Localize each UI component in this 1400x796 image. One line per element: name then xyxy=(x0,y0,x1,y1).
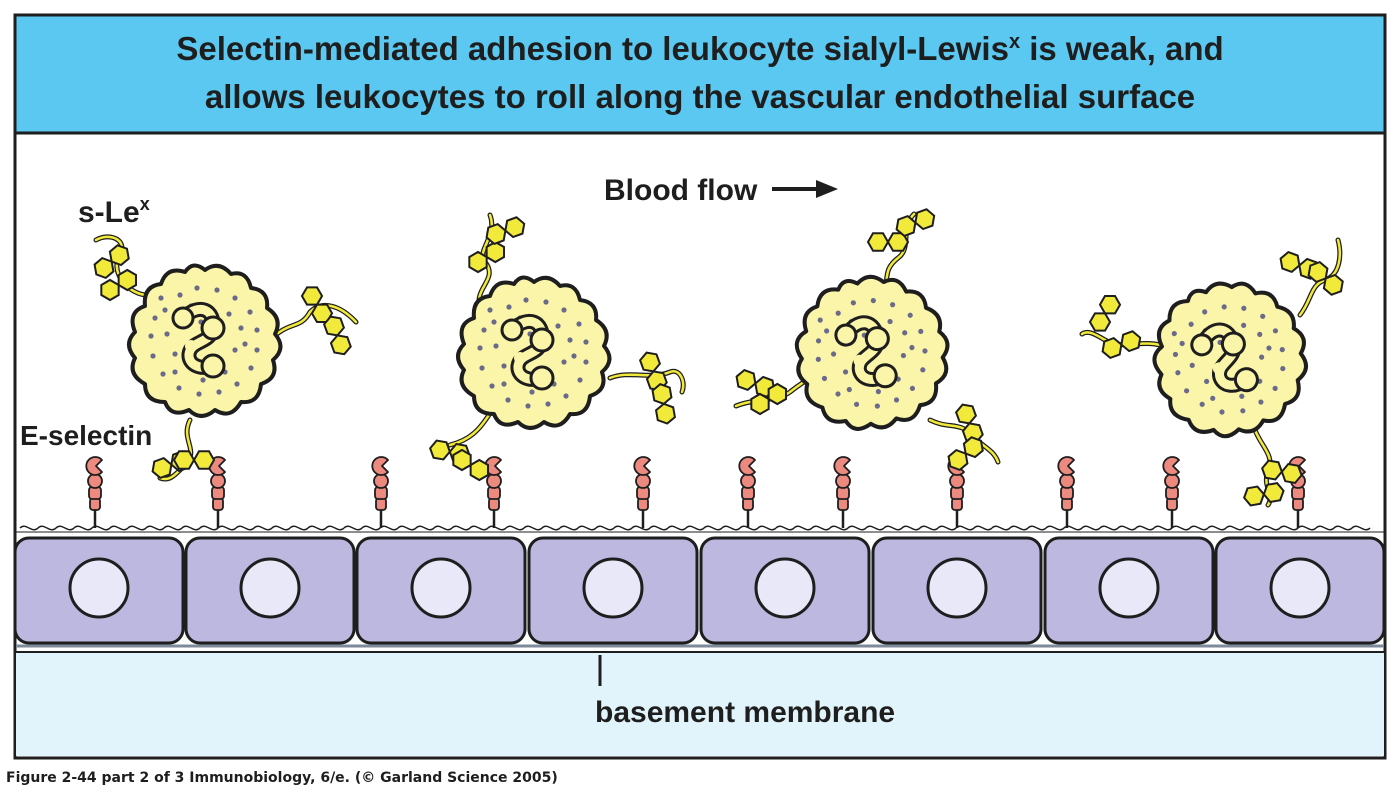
endothelial-cell xyxy=(184,536,356,645)
glycocalyx-surface xyxy=(16,525,1384,533)
title-band: Selectin-mediated adhesion to leukocyte … xyxy=(13,13,1387,135)
e-selectin-label: E-selectin xyxy=(20,420,152,451)
endothelial-cell xyxy=(1214,536,1386,645)
blood-flow-arrow xyxy=(772,180,838,198)
basement-region xyxy=(16,652,1384,756)
endothelial-layer xyxy=(13,536,1386,645)
leukocyte xyxy=(129,265,281,416)
slex-label: s-Lex xyxy=(78,194,150,229)
basement-membrane-label: basement membrane xyxy=(595,696,895,729)
endothelial-cell xyxy=(527,536,699,645)
blood-flow-label: Blood flow xyxy=(604,174,758,207)
title-line-1: Selectin-mediated adhesion to leukocyte … xyxy=(176,30,1223,67)
endothelial-cell xyxy=(871,536,1043,645)
endothelial-cell xyxy=(1043,536,1215,645)
title-line-2: allows leukocytes to roll along the vasc… xyxy=(205,78,1195,115)
figure-caption: Figure 2-44 part 2 of 3 Immunobiology, 6… xyxy=(6,770,558,786)
endothelial-cell xyxy=(13,536,185,645)
leukocyte xyxy=(458,277,610,428)
endothelial-cell xyxy=(699,536,871,645)
endothelial-cell xyxy=(355,536,527,645)
